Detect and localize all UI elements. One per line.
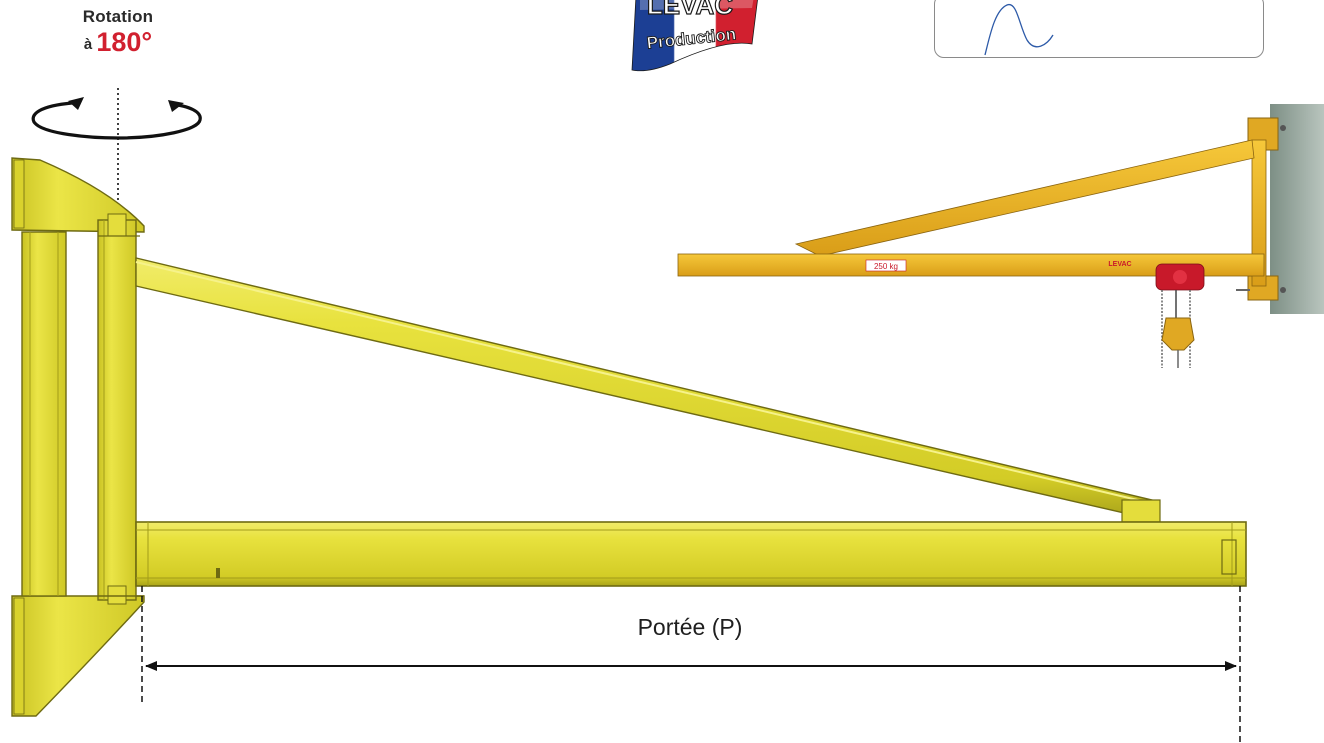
photo-strut xyxy=(794,139,1255,257)
bottom-hinge xyxy=(107,585,127,605)
jib-crane xyxy=(11,157,1247,717)
diagonal-strut xyxy=(135,257,1153,519)
photo-capacity-tag: 250 kg xyxy=(874,262,898,271)
rotation-title: Rotation xyxy=(82,7,154,26)
signature-panel xyxy=(934,0,1264,58)
levac-logo: LEVAC Production xyxy=(631,0,758,72)
left-column xyxy=(21,231,67,597)
photo-beam xyxy=(677,253,1265,277)
beam-marker xyxy=(216,568,220,578)
photo-hook-block xyxy=(1161,317,1195,351)
crane-photo: 250 kg LEVAC xyxy=(677,104,1324,368)
rotation-arrow-head-left xyxy=(68,97,84,110)
rotation-angle: 180° xyxy=(96,27,153,57)
signature-graphic xyxy=(984,4,1054,56)
rotation-angle-line: à 180° xyxy=(68,29,168,56)
rotation-arrow xyxy=(31,97,202,140)
photo-wall xyxy=(1270,104,1324,314)
rotation-prefix: à xyxy=(83,36,93,53)
bottom-bracket xyxy=(11,595,145,717)
span-dimension xyxy=(141,586,1241,743)
end-stop xyxy=(1221,539,1237,575)
rotation-arrow-head-right xyxy=(168,100,184,112)
logo-brand: LEVAC xyxy=(647,0,733,20)
jib-beam xyxy=(135,521,1247,587)
photo-mast xyxy=(1251,139,1267,287)
photo-beam-tag: LEVAC xyxy=(1108,261,1131,268)
rotation-label: Rotation à 180° xyxy=(68,8,168,56)
span-label: Portée (P) xyxy=(637,614,743,640)
photo-hoist xyxy=(1155,263,1205,368)
top-hinge xyxy=(107,213,127,237)
strut-bracket xyxy=(1121,499,1161,523)
